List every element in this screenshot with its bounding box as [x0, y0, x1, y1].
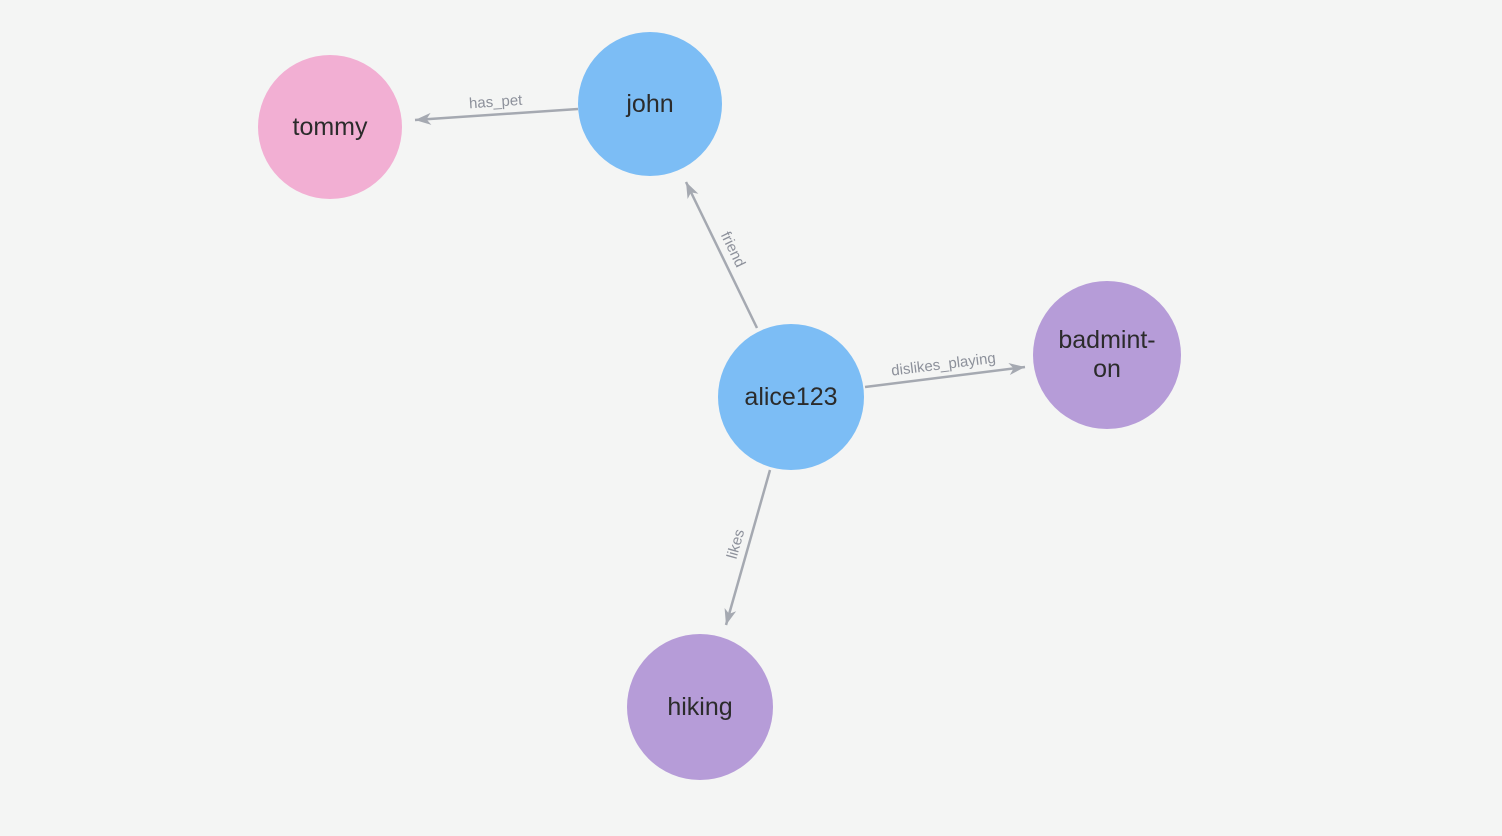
node-label: john	[626, 89, 674, 118]
node-hiking[interactable]: hiking	[627, 634, 773, 780]
relationship-label[interactable]: has_pet	[468, 92, 523, 113]
edge-john-tommy[interactable]: has_pet	[414, 92, 579, 125]
relationship-line[interactable]	[724, 469, 772, 626]
node-label: on	[1093, 355, 1121, 383]
edge-alice123-hiking[interactable]: likes	[724, 469, 772, 626]
relationship-label[interactable]: dislikes_playing	[890, 350, 996, 380]
node-john[interactable]: john	[578, 32, 722, 176]
edge-alice123-john[interactable]: friend	[684, 181, 759, 329]
node-label: alice123	[744, 382, 838, 411]
relationship-line[interactable]	[864, 363, 1026, 389]
relationship-line[interactable]	[414, 107, 579, 125]
relationship-line[interactable]	[684, 181, 759, 329]
edge-alice123-badminton[interactable]: dislikes_playing	[864, 350, 1026, 389]
node-alice123[interactable]: alice123	[718, 324, 864, 470]
node-tommy[interactable]: tommy	[258, 55, 402, 199]
node-label: badmint-	[1058, 326, 1156, 354]
node-badminton[interactable]: badmint-on	[1033, 281, 1181, 429]
relationship-label[interactable]: friend	[717, 229, 749, 270]
node-label: hiking	[667, 692, 733, 721]
node-label: tommy	[292, 112, 368, 141]
